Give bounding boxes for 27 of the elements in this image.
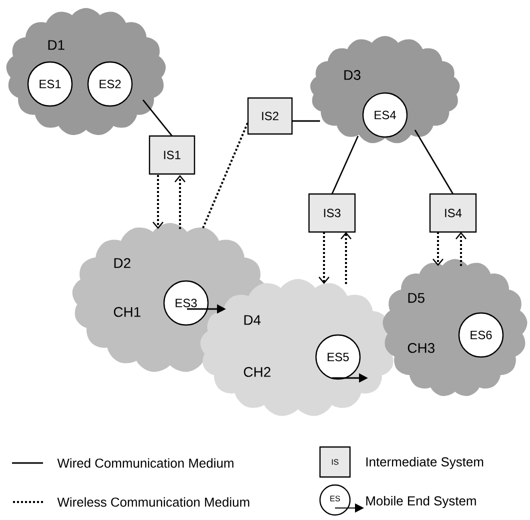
domain-label: D5 xyxy=(408,293,424,303)
domain-label: CH3 xyxy=(408,343,434,353)
domain-label: D2 xyxy=(114,258,130,268)
domain-label: CH1 xyxy=(114,307,140,317)
wireless-link xyxy=(340,232,352,284)
domain-label: D3 xyxy=(344,70,360,80)
wireless-link xyxy=(456,232,466,266)
intermediate-system-box: IS4 xyxy=(429,193,477,233)
wireless-link xyxy=(318,232,330,284)
wired-link xyxy=(414,130,454,194)
intermediate-system-box: IS3 xyxy=(308,193,356,233)
legend-text: Wired Communication Medium xyxy=(57,458,234,468)
domain-label: D1 xyxy=(48,40,64,50)
wireless-link xyxy=(152,175,164,229)
wireless-link xyxy=(432,232,444,266)
wireless-link xyxy=(174,175,186,229)
legend-text: Intermediate System xyxy=(366,456,484,470)
domain-label: D4 xyxy=(244,315,261,325)
legend-text: Mobile End System xyxy=(366,496,476,508)
wired-link xyxy=(331,136,359,194)
intermediate-system-box: IS1 xyxy=(148,135,196,175)
domain-label: CH2 xyxy=(244,367,270,377)
intermediate-system-box: IS2 xyxy=(247,97,293,135)
legend-text: Wireless Communication Medium xyxy=(57,497,250,507)
wired-link xyxy=(142,100,173,136)
wireless-link xyxy=(202,122,249,228)
wired-link xyxy=(292,120,320,122)
